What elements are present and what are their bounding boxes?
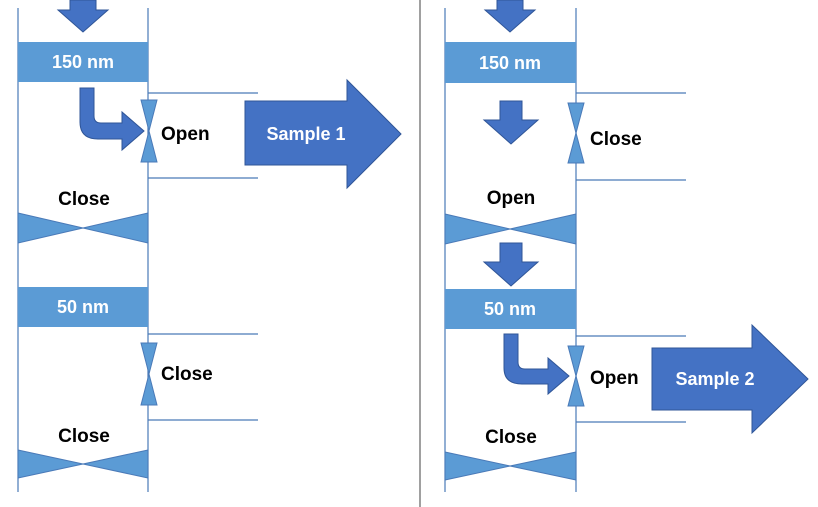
right-filter-150nm [445, 42, 576, 83]
right-inlet-arrow [483, 0, 537, 33]
right-valve-bottom-1 [444, 213, 577, 245]
left-valve-bottom-2 [17, 449, 149, 479]
right-valve-right-bottom [567, 345, 585, 407]
right-valve-right-top-state: Close [590, 129, 642, 150]
right-down-arrow-1 [482, 100, 540, 145]
left-curved-arrow [79, 87, 145, 152]
left-filter-150nm [18, 42, 148, 82]
left-panel: 150 nm Open Sample 1 Close 50 nm Close C… [17, 0, 402, 492]
left-valve-right-bottom-state: Close [161, 364, 213, 385]
left-valve-bottom-1-state: Close [58, 189, 110, 210]
left-valve-bottom-1 [17, 212, 149, 244]
right-valve-bottom-2 [444, 451, 577, 481]
right-down-arrow-2 [482, 242, 540, 287]
right-curved-arrow [503, 333, 570, 396]
right-valve-bottom-1-state: Open [487, 188, 536, 209]
left-filter-150nm-label: 150 nm [52, 52, 114, 72]
right-filter-50nm [445, 289, 576, 329]
right-output-arrow [651, 323, 809, 435]
right-valve-bottom-2-state: Close [485, 427, 537, 448]
right-panel: 150 nm Close Open 50 nm Open Sample 2 Cl… [444, 0, 809, 492]
right-valve-right-bottom-state: Open [590, 368, 639, 389]
left-valve-bottom-2-state: Close [58, 426, 110, 447]
right-filter-50nm-label: 50 nm [484, 299, 536, 319]
left-filter-50nm-label: 50 nm [57, 297, 109, 317]
right-output-arrow-label: Sample 2 [675, 369, 754, 389]
left-filter-50nm [18, 287, 148, 327]
left-valve-right-bottom [140, 342, 158, 406]
left-inlet-arrow [56, 0, 110, 33]
left-valve-right-top-state: Open [161, 124, 210, 145]
left-output-arrow [244, 78, 402, 190]
left-output-arrow-label: Sample 1 [266, 124, 345, 144]
right-filter-150nm-label: 150 nm [479, 53, 541, 73]
right-valve-right-top [567, 102, 585, 164]
left-valve-right-top [140, 99, 158, 163]
